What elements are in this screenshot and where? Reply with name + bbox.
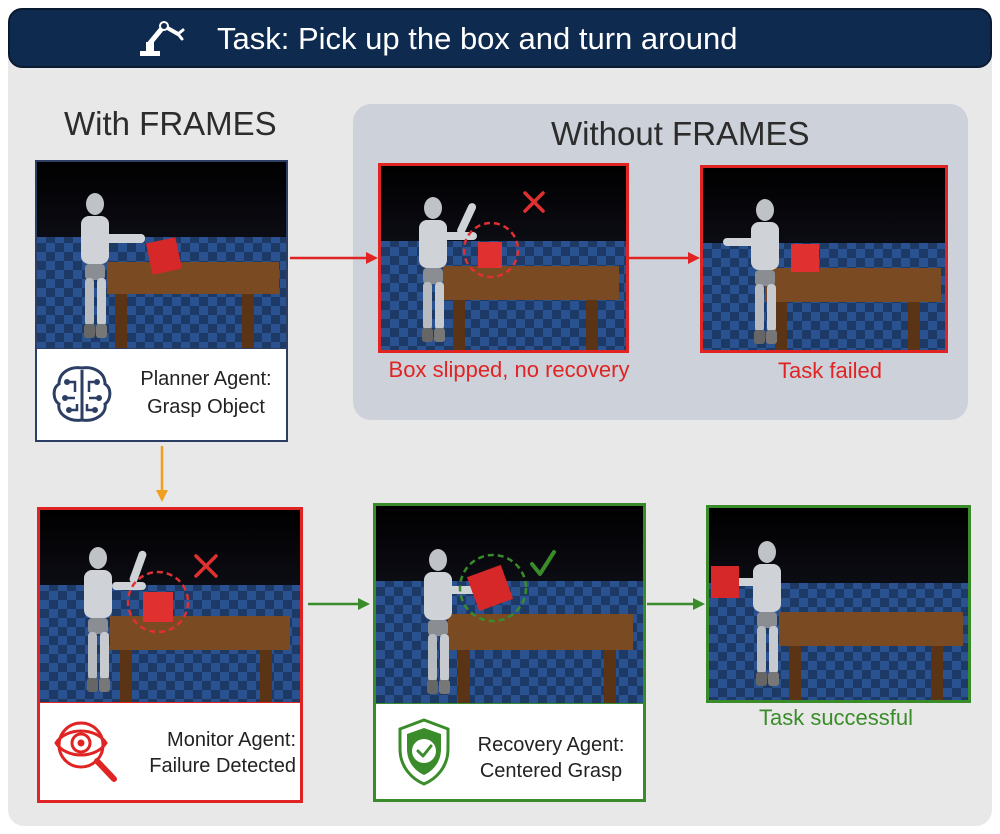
planner-agent-line2: Grasp Object (147, 396, 265, 418)
planner-agent-card: Planner Agent: Grasp Object (35, 349, 288, 442)
scene-task-successful (706, 505, 971, 703)
robot-arm-icon (140, 21, 185, 56)
arrow-to-recovery (308, 598, 370, 610)
with-frames-label: With FRAMES (64, 105, 277, 142)
scene-task-failed (700, 165, 948, 353)
arrow-to-slip (290, 252, 378, 264)
fail-caption: Task failed (778, 358, 882, 383)
shield-check-icon (398, 718, 450, 786)
slip-caption: Box slipped, no recovery (388, 357, 630, 382)
recovery-agent-line2: Centered Grasp (479, 760, 623, 782)
task-title: Task: Pick up the box and turn around (217, 21, 738, 56)
task-header (8, 8, 992, 68)
arrow-to-failed (628, 252, 700, 264)
without-frames-label: Without FRAMES (551, 115, 810, 152)
monitor-agent-line1: Monitor Agent: (167, 729, 296, 751)
eye-magnifier-icon (54, 721, 117, 782)
scene-monitor-failure (37, 507, 303, 705)
arrow-to-monitor (156, 446, 168, 502)
monitor-agent-line2: Failure Detected (149, 755, 296, 777)
monitor-agent-card: Monitor Agent: Failure Detected (37, 703, 303, 803)
recovery-agent-card: Recovery Agent: Centered Grasp (373, 704, 646, 802)
recovery-agent-line1: Recovery Agent: (477, 734, 625, 756)
brain-circuit-icon (52, 366, 112, 422)
scene-box-slipped (378, 163, 629, 353)
scene-recovery-grasp (373, 503, 646, 706)
arrow-to-success (647, 598, 705, 610)
success-caption: Task successful (758, 705, 914, 730)
scene-planner-grasp (35, 160, 288, 350)
planner-agent-line1: Planner Agent: (140, 368, 272, 390)
